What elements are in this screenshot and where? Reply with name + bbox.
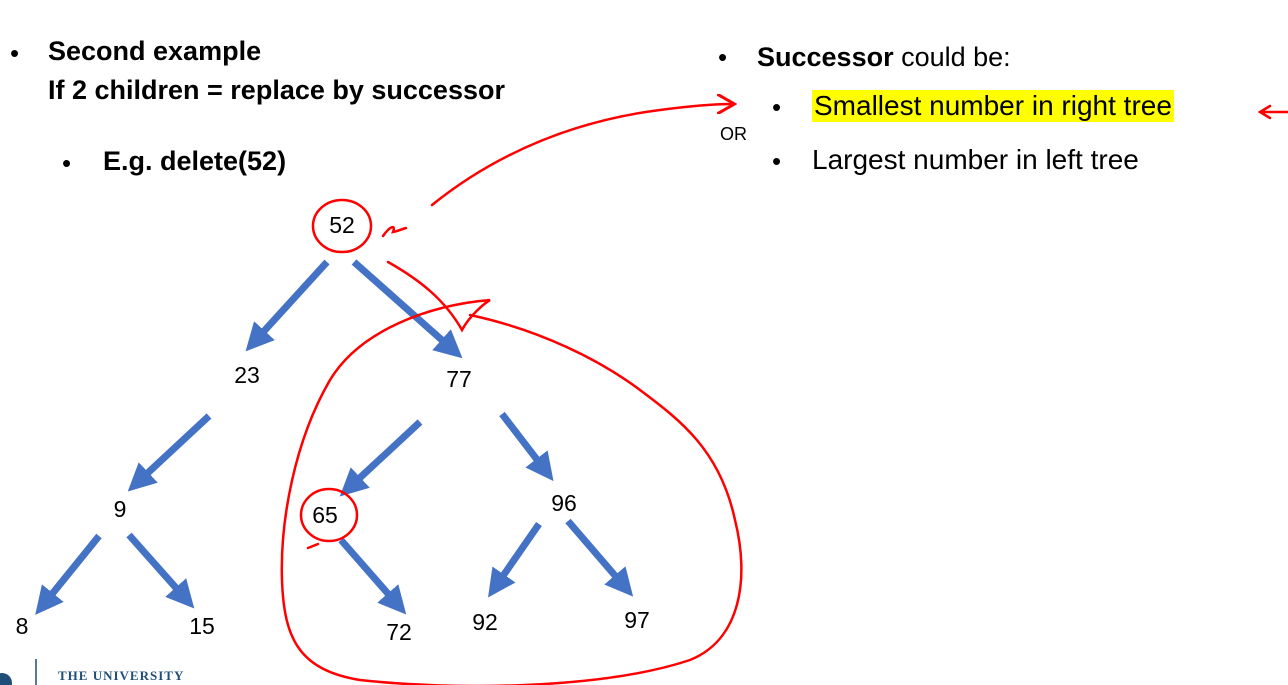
tick-mark [381, 225, 408, 238]
or-label: OR [720, 124, 747, 144]
option-largest-left: Largest number in left tree [812, 144, 1139, 175]
tree-node-65: 65 [312, 502, 338, 528]
tree-node-92: 92 [472, 609, 498, 635]
edge-77-65 [339, 419, 423, 497]
replace-by-successor-rule: If 2 children = replace by successor [48, 75, 505, 105]
edge-77-96 [499, 411, 554, 482]
edge-52-23 [245, 259, 330, 352]
successor-heading: Successor could be: [757, 42, 1011, 73]
edge-52-77 [351, 259, 463, 359]
tree-node-23: 23 [234, 362, 260, 388]
edge-9-8 [35, 533, 102, 615]
right-subtree-loop [280, 260, 743, 685]
tree-node-96: 96 [551, 490, 577, 516]
bullet-dot: • [718, 42, 728, 72]
tree-node-77: 77 [446, 366, 472, 392]
small-mark [306, 542, 320, 550]
successor-bold: Successor [757, 42, 894, 72]
tree-node-8: 8 [15, 613, 29, 639]
option-smallest-right: Smallest number in right tree [812, 90, 1174, 122]
tree-node-52: 52 [329, 212, 355, 238]
edge-96-92 [488, 522, 542, 598]
university-logo-text: THE UNIVERSITY [58, 668, 185, 683]
arrow-to-successor-text [430, 104, 732, 207]
tree-node-97: 97 [624, 607, 650, 633]
circle-node-65 [299, 487, 359, 543]
bullet-second-example: Second example If 2 children = replace b… [48, 36, 505, 106]
tree-node-9: 9 [113, 496, 127, 522]
edge-65-72 [338, 537, 407, 615]
tree-node-15: 15 [189, 613, 215, 639]
tree-node-72: 72 [386, 619, 412, 645]
bullet-dot: • [62, 148, 72, 178]
successor-rest: could be: [893, 42, 1011, 72]
edge-9-15 [126, 532, 195, 609]
second-example-title: Second example [48, 36, 262, 66]
bullet-dot: • [772, 146, 782, 176]
delete-example: E.g. delete(52) [103, 146, 287, 176]
edge-96-97 [565, 518, 634, 597]
arrow-to-option1 [1257, 104, 1288, 120]
bullet-dot: • [10, 38, 20, 68]
bullet-dot: • [772, 92, 782, 122]
circle-node-52 [311, 198, 373, 254]
edge-23-9 [127, 413, 212, 492]
university-logo-icon [0, 659, 37, 685]
